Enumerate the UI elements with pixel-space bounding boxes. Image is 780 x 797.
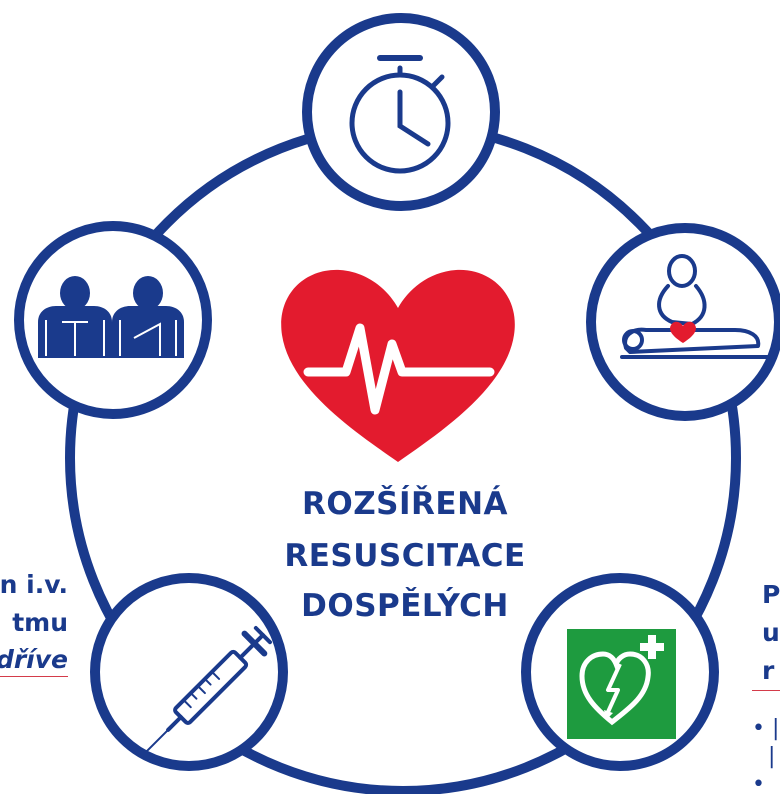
cpr-icon: [620, 254, 772, 359]
right-bullet-1: • |: [752, 716, 780, 741]
syringe-node: [90, 573, 288, 771]
right-caption-line-2: u: [762, 618, 780, 647]
left-caption-line-2: tmu: [12, 608, 68, 637]
left-caption-rule: [0, 676, 68, 677]
right-bullet-2: |: [768, 744, 776, 769]
team-node: [14, 221, 212, 419]
right-caption-line-1: P: [762, 580, 780, 609]
right-caption-rule: [752, 690, 780, 691]
title-line-3: DOSPĚLÝCH: [301, 588, 509, 624]
right-caption-line-3: r: [762, 656, 775, 685]
aed-icon: [567, 629, 676, 739]
stopwatch-icon: [349, 55, 451, 174]
title-line-1: ROZŠÍŘENÁ: [301, 486, 509, 522]
aed-node: [521, 573, 719, 771]
right-bullet-3: •: [752, 772, 765, 797]
cpr-node: [586, 223, 780, 421]
syringe-icon: [144, 626, 272, 754]
stopwatch-node: [302, 13, 500, 211]
heart-ecg-icon: [281, 269, 515, 462]
left-caption-line-1: n i.v.: [0, 570, 68, 599]
left-caption-line-3: dříve: [0, 645, 68, 674]
title-line-2: RESUSCITACE: [284, 538, 526, 574]
